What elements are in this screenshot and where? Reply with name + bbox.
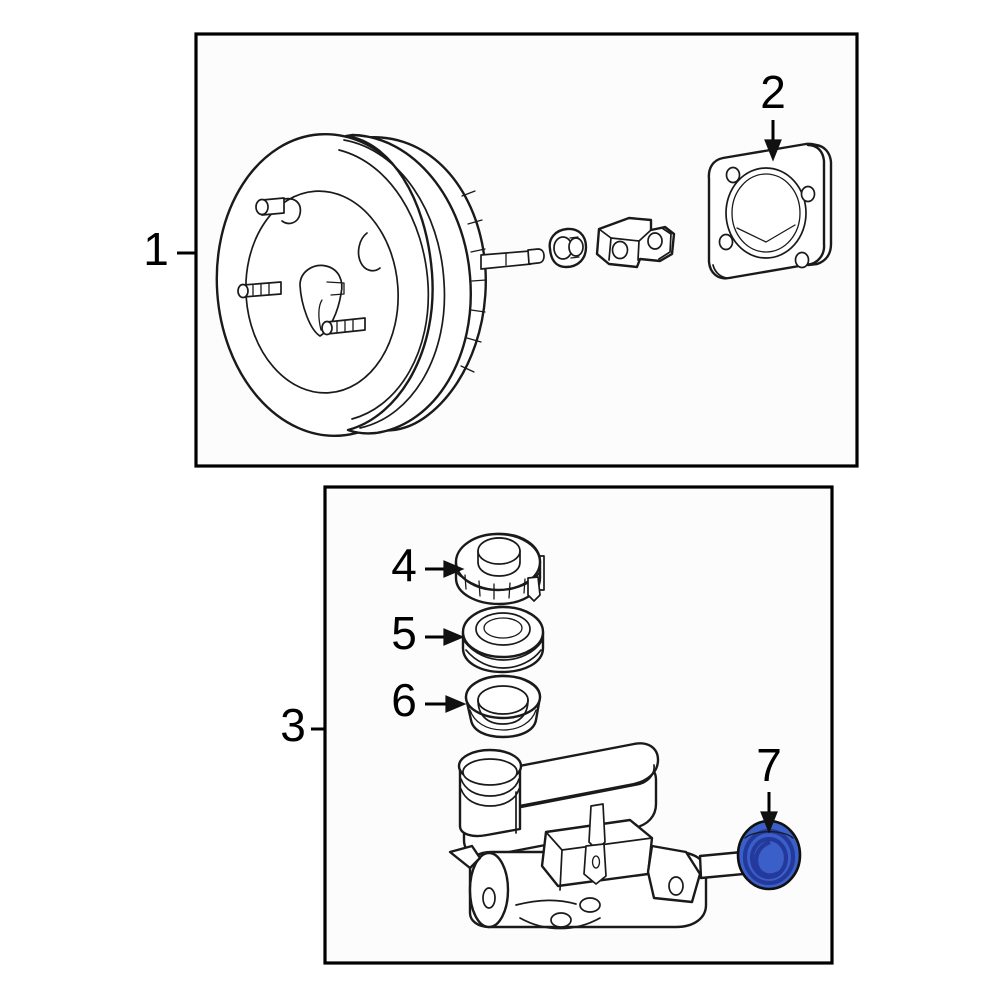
callout-7-arrowhead: [760, 811, 778, 834]
callout-4-number: 4: [391, 539, 417, 591]
callout-2-arrowhead: [764, 139, 782, 162]
callout-4: 4: [391, 539, 465, 591]
booster-pushrod: [480, 248, 545, 270]
callout-5-number: 5: [391, 607, 417, 659]
callout-7-number: 7: [756, 739, 782, 791]
booster-stud-left: [237, 281, 282, 299]
booster-face-hook-mark: [357, 232, 381, 272]
callout-2: 2: [760, 66, 786, 162]
callout-6-arrowhead: [445, 695, 467, 713]
callout-3: 3: [280, 699, 326, 751]
reservoir-cap-seal-part: [461, 605, 545, 674]
callout-2-number: 2: [760, 66, 786, 118]
booster-vacuum-port: [255, 197, 302, 225]
reservoir-seal-ring-highlighted-part: [736, 819, 802, 891]
callout-3-number: 3: [280, 699, 306, 751]
reservoir-grommet-part: [464, 674, 542, 739]
brake-booster-part: [215, 132, 545, 438]
callout-5-arrowhead: [443, 628, 465, 646]
callout-6: 6: [391, 674, 467, 726]
callout-1: 1: [143, 223, 197, 275]
callout-5: 5: [391, 607, 465, 659]
booster-pushrod-nut-part: [548, 227, 588, 269]
booster-pushrod-clevis-part: [595, 216, 676, 269]
callout-4-arrowhead: [443, 560, 465, 578]
callout-7: 7: [756, 739, 782, 834]
reservoir-cap-part: [454, 532, 545, 606]
reservoir-cap-ribs: [464, 574, 526, 600]
booster-mounting-gasket-part: [707, 142, 833, 280]
callout-1-number: 1: [143, 223, 169, 275]
booster-stud-lower: [321, 317, 366, 336]
booster-shell-ribs: [460, 190, 487, 373]
callout-6-number: 6: [391, 674, 417, 726]
